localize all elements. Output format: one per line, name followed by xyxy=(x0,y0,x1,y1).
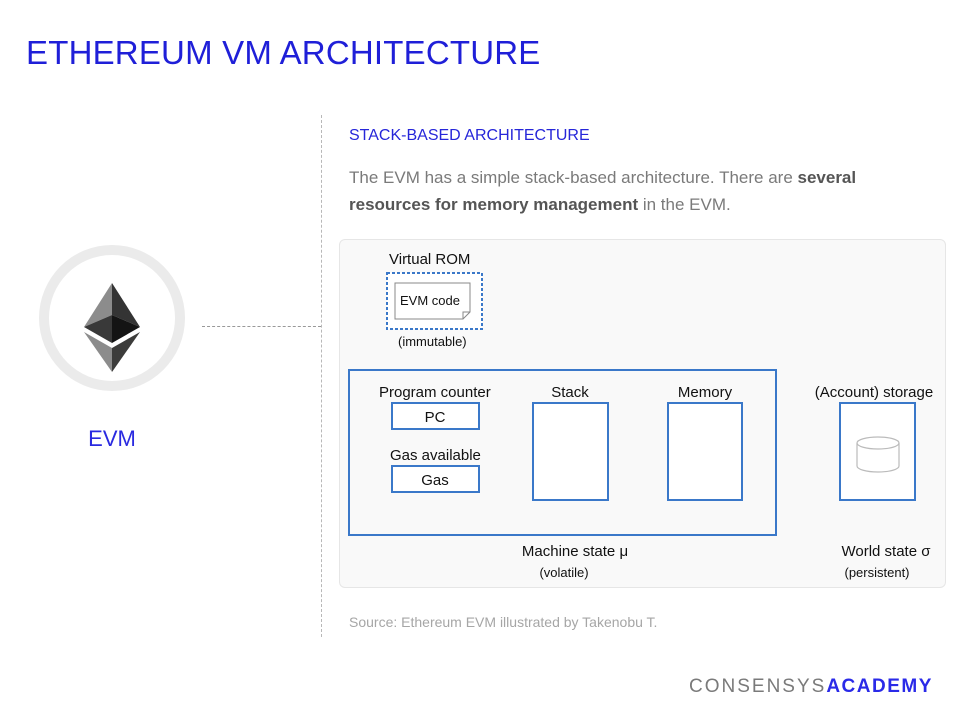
memory-label: Memory xyxy=(678,384,733,401)
program-counter-label: Program counter xyxy=(379,384,491,401)
page-title: ETHEREUM VM ARCHITECTURE xyxy=(26,34,541,71)
architecture-diagram: Virtual ROM EVM code (immutable) Program… xyxy=(339,239,946,588)
persistent-label: (persistent) xyxy=(844,565,909,580)
gas-available-label: Gas available xyxy=(390,447,481,464)
machine-state-label: Machine state μ xyxy=(522,543,628,560)
immutable-label: (immutable) xyxy=(398,334,467,349)
section-description: The EVM has a simple stack-based archite… xyxy=(349,164,929,218)
stack-label: Stack xyxy=(551,384,589,401)
evm-label: EVM xyxy=(88,426,136,451)
world-state-label: World state σ xyxy=(841,543,931,560)
evm-logo xyxy=(39,245,185,391)
section-heading: STACK-BASED ARCHITECTURE xyxy=(349,127,590,144)
memory-box xyxy=(667,402,743,501)
evm-code-label: EVM code xyxy=(400,293,460,308)
description-text-end: in the EVM. xyxy=(638,195,731,214)
brand-consensys: CONSENSYS xyxy=(689,676,827,697)
ethereum-icon xyxy=(84,283,140,372)
description-text: The EVM has a simple stack-based archite… xyxy=(349,168,798,187)
machine-state-box xyxy=(348,369,777,536)
connector-line xyxy=(202,326,321,327)
pc-box xyxy=(391,402,480,430)
database-icon xyxy=(856,436,900,473)
storage-box xyxy=(839,402,916,501)
brand-academy: ACADEMY xyxy=(826,676,933,697)
pc-label: PC xyxy=(425,409,446,426)
volatile-label: (volatile) xyxy=(539,565,588,580)
gas-label: Gas xyxy=(421,472,449,489)
gas-box xyxy=(391,465,480,493)
source-caption: Source: Ethereum EVM illustrated by Take… xyxy=(349,614,658,630)
account-storage-label: (Account) storage xyxy=(815,384,933,401)
description-bold: several resources for memory management xyxy=(349,168,857,214)
evm-code-document xyxy=(394,282,471,320)
brand-logo: CONSENSYSACADEMY xyxy=(689,676,933,698)
stack-box xyxy=(532,402,609,501)
virtual-rom-label: Virtual ROM xyxy=(389,251,470,268)
vertical-divider xyxy=(321,115,322,637)
